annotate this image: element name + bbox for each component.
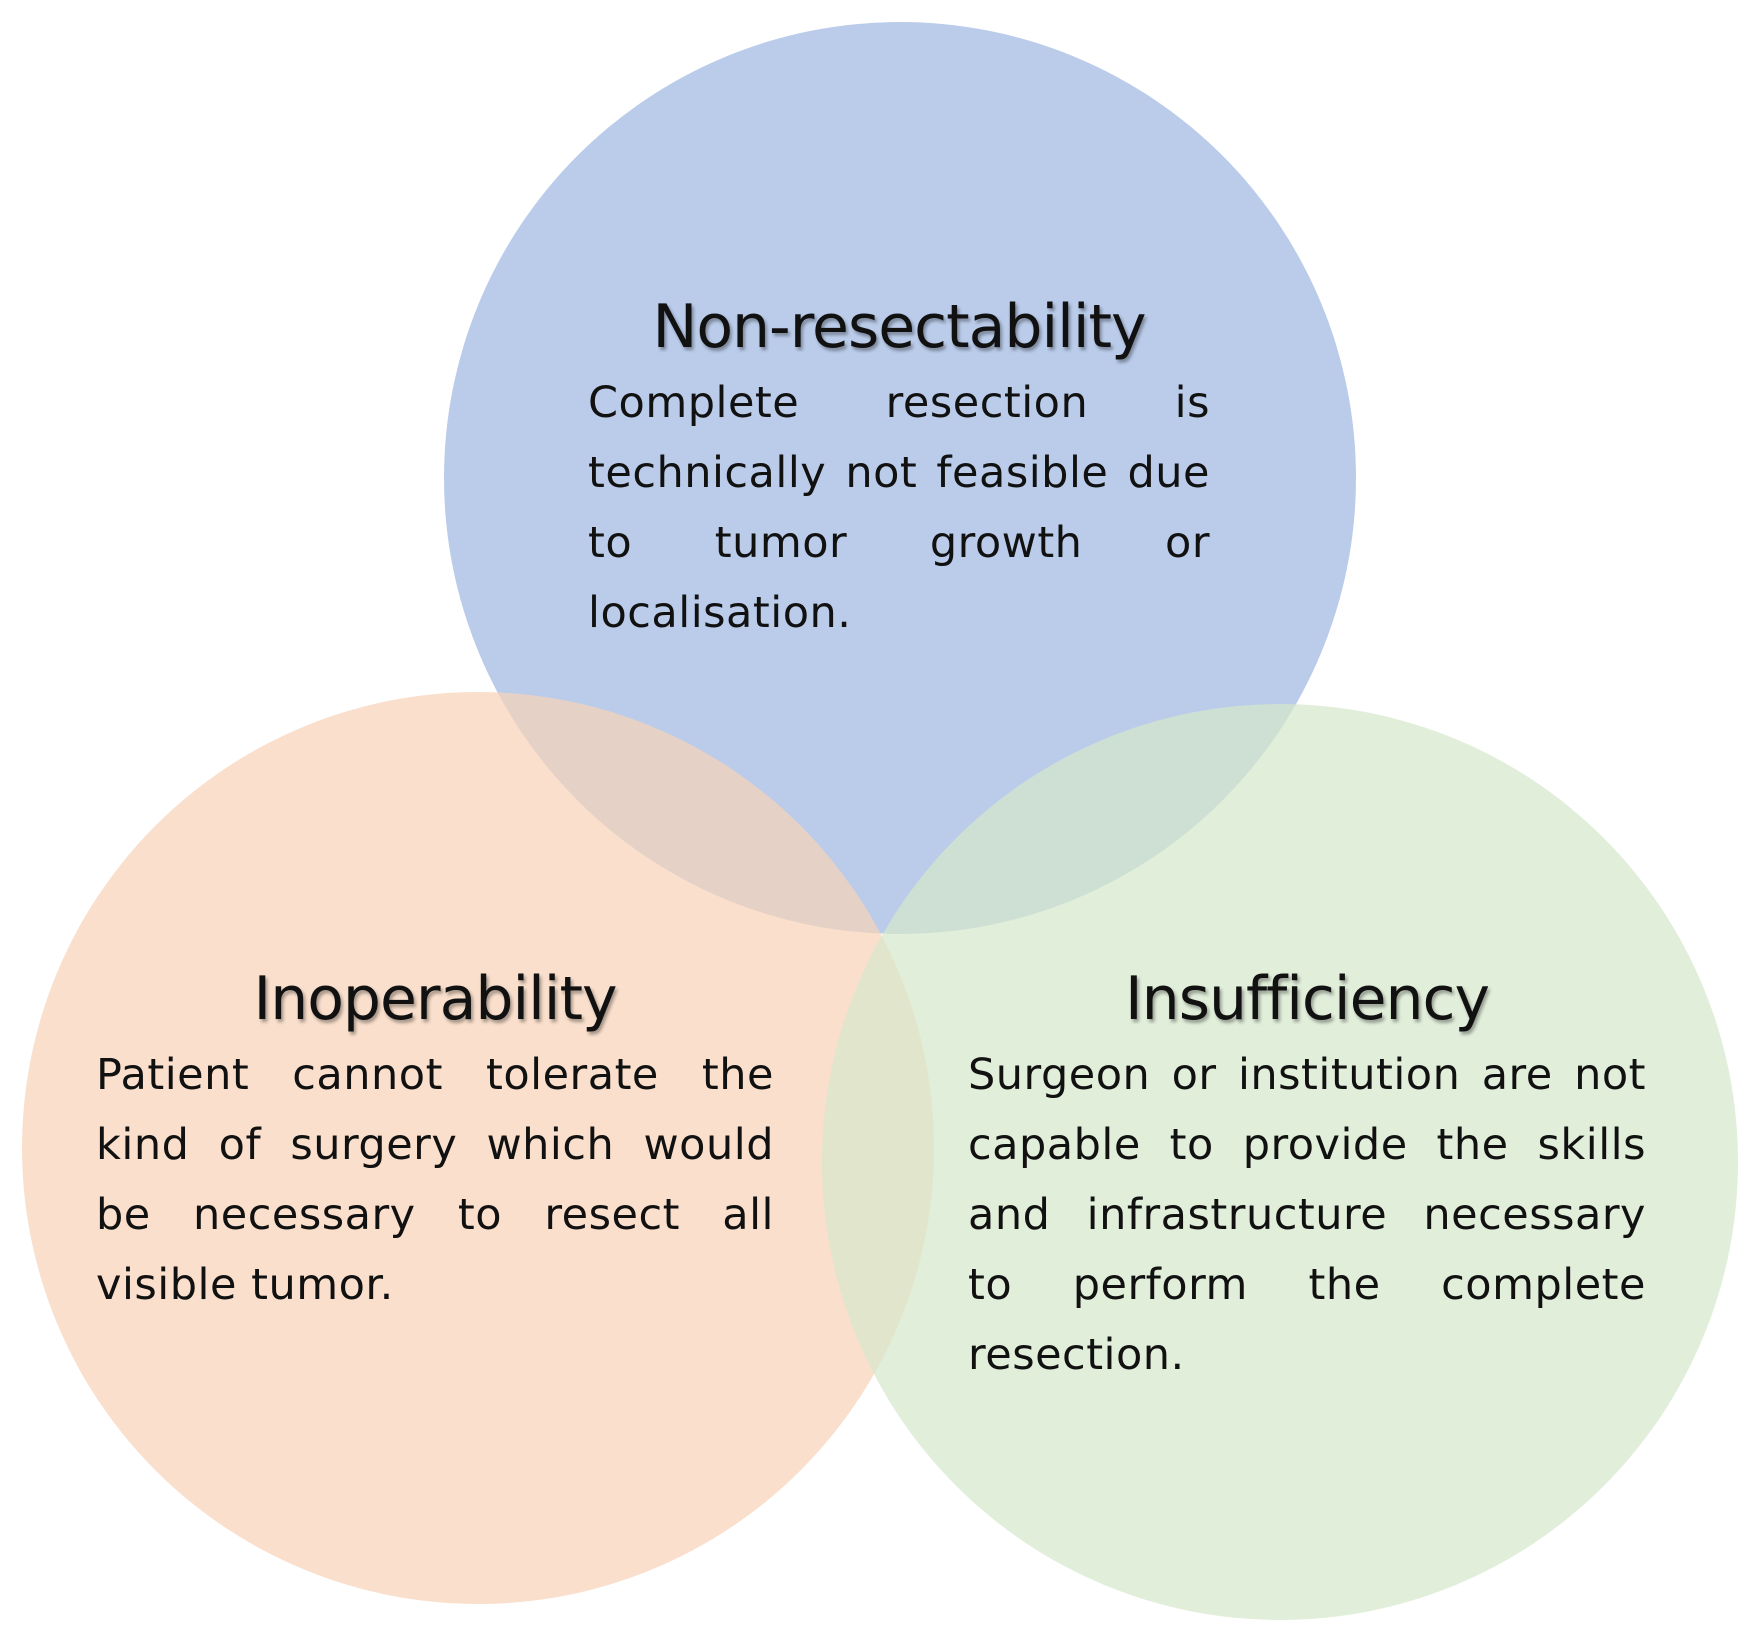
non-resectability-block: Non-resectability Complete resection is … <box>588 294 1210 648</box>
inoperability-description: Patient cannot tolerate the kind of surg… <box>96 1050 774 1310</box>
non-resectability-description: Complete resection is technically not fe… <box>588 378 1210 638</box>
circle-insufficiency <box>822 704 1738 1620</box>
inoperability-block: Inoperability Patient cannot tolerate th… <box>96 966 774 1320</box>
circle-non-resectability <box>444 22 1356 934</box>
circle-inoperability <box>22 692 934 1604</box>
insufficiency-block: Insufficiency Surgeon or institution are… <box>968 966 1646 1390</box>
insufficiency-description: Surgeon or institution are not capable t… <box>968 1050 1646 1380</box>
non-resectability-title: Non-resectability <box>652 292 1146 362</box>
inoperability-title: Inoperability <box>253 964 618 1034</box>
insufficiency-title: Insufficiency <box>1124 964 1490 1034</box>
